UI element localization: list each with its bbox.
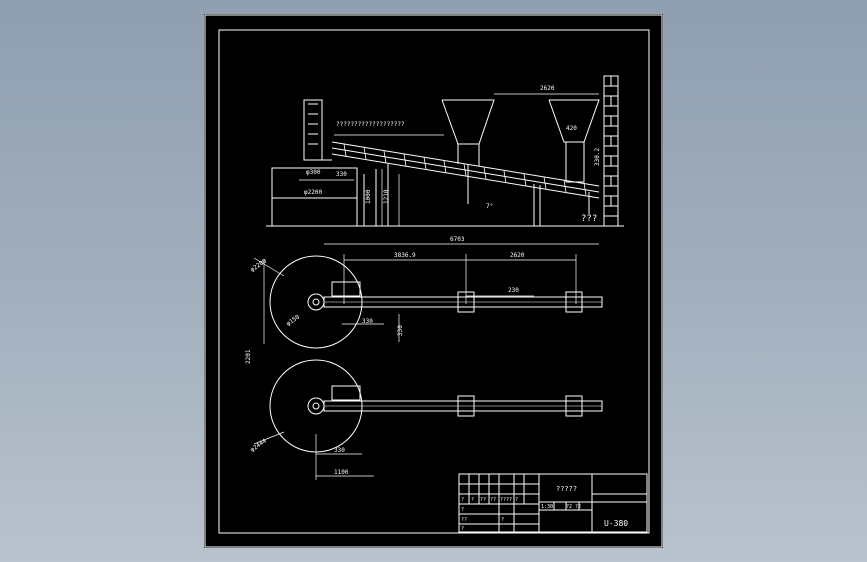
circle-bottom: φ2444 xyxy=(249,437,268,453)
left-platform xyxy=(271,167,358,199)
tb-cell-10: ? xyxy=(501,517,504,523)
vertical-gap: 2201 xyxy=(245,349,252,364)
tb-cell-4: ?? xyxy=(490,497,496,503)
hopper-1 xyxy=(441,99,495,145)
elevation-view xyxy=(266,75,624,227)
circle-top: φ2200 xyxy=(249,257,268,273)
dim-top: 2620 xyxy=(540,85,555,92)
tb-cell-8: ?? xyxy=(461,517,467,523)
plan-view xyxy=(253,243,603,480)
tb-cell-7: ? xyxy=(461,507,464,513)
dim-height-b: 1210 xyxy=(383,189,390,204)
outer-frame xyxy=(204,14,663,548)
seg-b: 2620 xyxy=(510,252,525,259)
seg-e: 330 xyxy=(397,325,404,336)
tb-cell-2: ? xyxy=(471,497,474,503)
dim-mid: 330 xyxy=(336,171,347,178)
tb-cell-3: ?? xyxy=(480,497,486,503)
drawing-canvas: ??????????????????? 2620 420 1000 1210 φ… xyxy=(204,14,663,548)
title-block xyxy=(458,473,648,533)
drawing-sheet: ??????????????????? 2620 420 1000 1210 φ… xyxy=(204,14,663,548)
inner-frame xyxy=(218,29,650,534)
dim-right: 330.2 xyxy=(594,148,601,166)
title-block-sheet: ?2 ?2 xyxy=(566,504,581,510)
conveyor-top-edge xyxy=(331,141,600,187)
seg-c: 230 xyxy=(508,287,519,294)
hopper-2 xyxy=(548,99,600,143)
angle-label: 7° xyxy=(486,203,493,210)
dim-base: φ2200 xyxy=(304,189,322,196)
tb-cell-9: ? xyxy=(461,526,464,532)
circle-inner: φ150 xyxy=(285,313,301,327)
dim-height-a: 1000 xyxy=(365,189,372,204)
seg-a: 3836.9 xyxy=(394,252,416,259)
screw-label: ??????????????????? xyxy=(336,121,405,128)
conveyor-bottom-edge xyxy=(331,153,600,199)
title-block-title: ????? xyxy=(556,485,577,493)
dim-hopper: 420 xyxy=(566,125,577,132)
dim-left: φ300 xyxy=(306,169,321,176)
tb-cell-6: ? xyxy=(515,497,518,503)
support-label: ??? xyxy=(581,214,597,224)
tb-cell-1: ? xyxy=(461,497,464,503)
drawing-number: U-380 xyxy=(604,519,628,528)
drive-tower xyxy=(303,99,323,161)
title-block-scale: 1:30 xyxy=(541,504,553,510)
tb-cell-5: ???? xyxy=(500,497,512,503)
bottom-b: 1100 xyxy=(334,469,349,476)
overall-length: 6703 xyxy=(450,236,465,243)
bottom-a: 330 xyxy=(334,447,345,454)
seg-d: 330 xyxy=(362,318,373,325)
